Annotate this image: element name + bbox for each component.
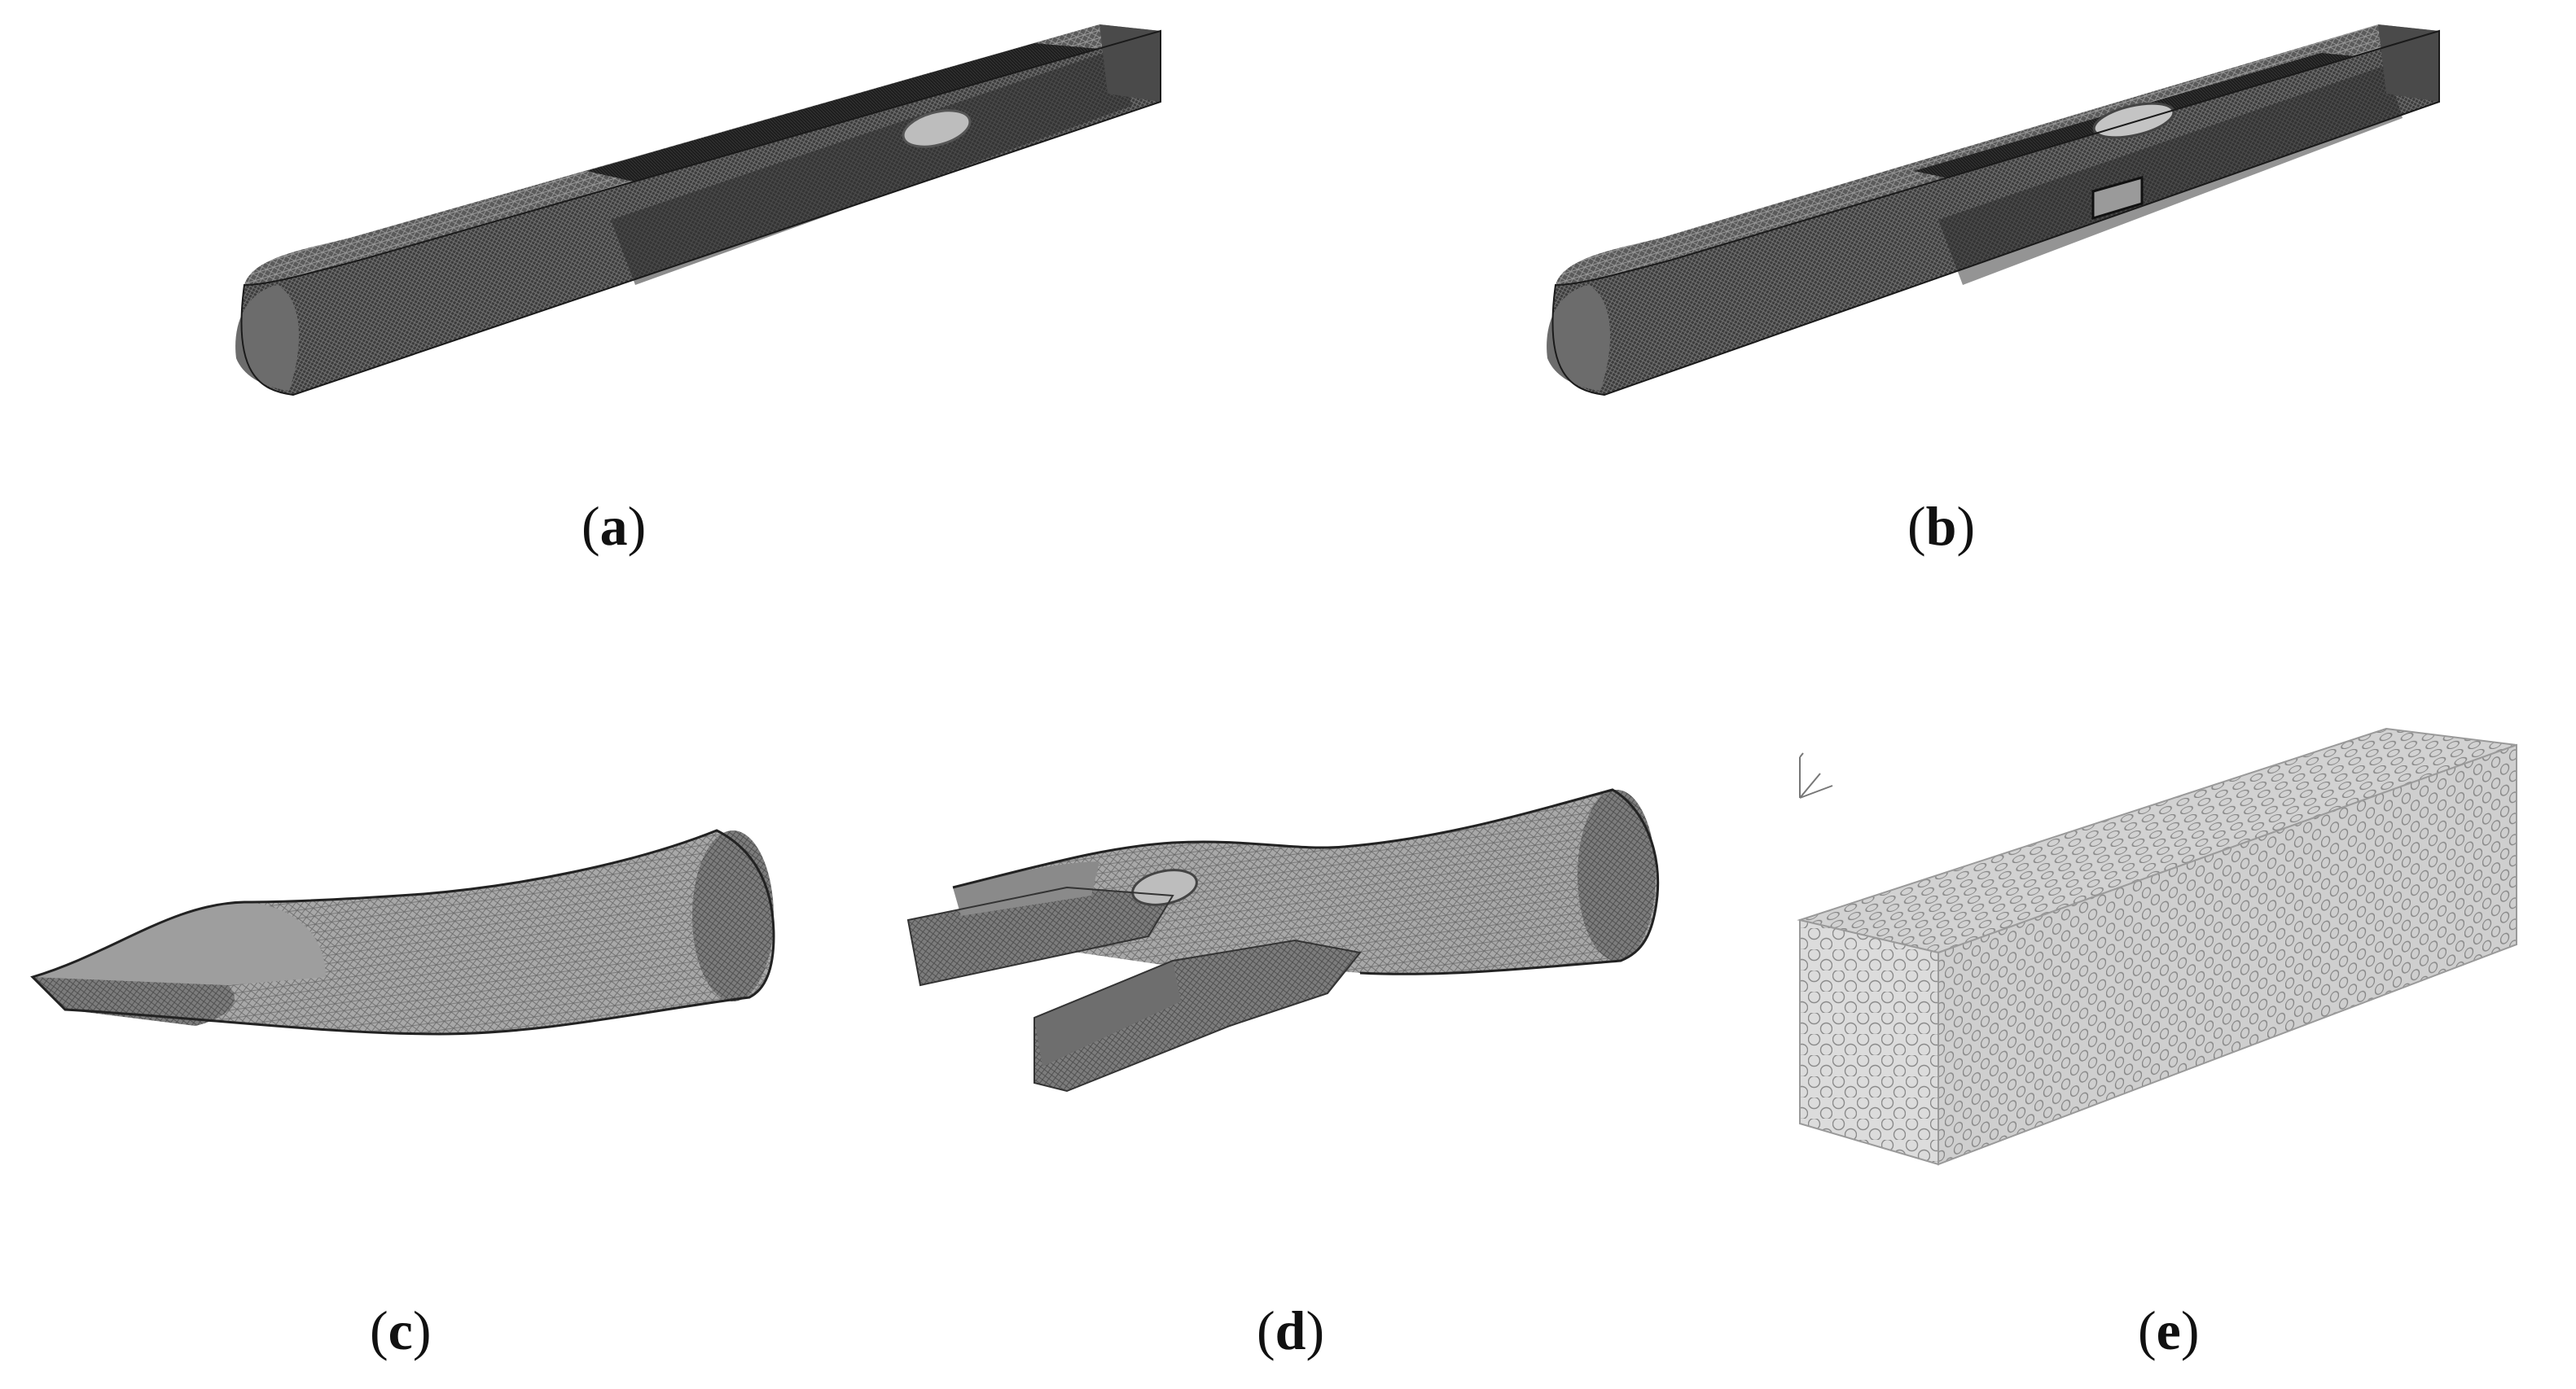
panel-e-side-face [1937,743,2517,1166]
panel-b-end-face [2378,24,2439,102]
caption-b: (b) [1907,495,1976,557]
panel-c-drawing [30,829,775,1036]
caption-a: (a) [581,495,647,557]
panel-c-cone-underside [33,977,235,1026]
caption-c: (c) [370,1299,432,1361]
panel-a-end-face [1099,24,1161,102]
panel-b-nose [1547,285,1610,391]
panel-a-cavity-feature [902,109,972,148]
panel-e-front-face [1799,918,1939,1166]
panel-a-drawing [235,24,1161,397]
panel-a-nose [235,285,299,391]
panel-b-drawing [1547,24,2440,397]
panel-d-drawing [906,788,1660,1093]
panel-e-polyhedral-block-mesh [1784,716,2557,1172]
panel-a-refined-band [586,43,1099,186]
panel-a-projectile-mesh [155,16,1213,407]
panel-c-cavity-mesh [16,814,790,1083]
panel-a-refined-front [611,49,1132,285]
caption-e: (e) [2138,1299,2200,1361]
panel-d-end-cap [1578,790,1656,961]
panel-d-lower-branch [1034,940,1360,1091]
panel-c-end-cap [692,830,774,1001]
panel-e-drawing [1797,727,2517,1166]
panel-b-projectile-mesh [1466,16,2525,407]
panel-d-upper-cone [953,861,1099,916]
panel-e-axis-triad [1799,752,1833,799]
panel-d-split-cavity-mesh [904,773,1694,1115]
panel-d-lower-face [1034,961,1181,1067]
panel-c-cone [33,902,326,985]
panel-b-cavity-feature-top [2092,102,2175,139]
panel-b-cavity-feature-side [2091,176,2144,221]
panel-b-refined-front [1938,65,2403,285]
caption-d: (d) [1257,1299,1325,1361]
